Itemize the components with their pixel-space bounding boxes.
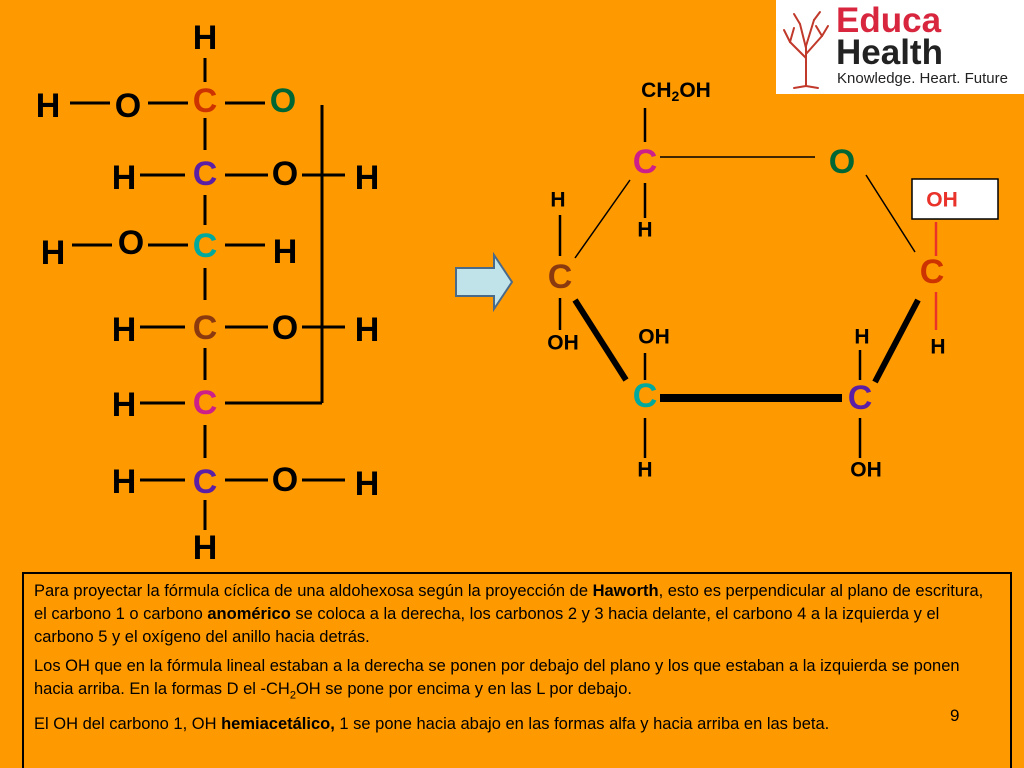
c4-hydrogen: H [112,311,137,349]
c1-oh-oxygen: O [115,87,141,125]
fischer-projection [70,58,345,530]
c3-carbon: C [193,227,218,265]
ring-c1-hydroxyl: OH [926,189,958,212]
explanation-textbox: Para proyectar la fórmula cíclica de una… [22,572,1012,768]
c5-hydrogen: H [112,386,137,424]
ring-c4-hydrogen: H [550,189,565,212]
oh-highlight-box [911,178,999,220]
explanation-paragraph-3: El OH del carbono 1, OH hemiacetálico, 1… [34,715,830,734]
top-hydrogen: H [193,19,218,57]
ring-c5-hydrogen: H [637,219,652,242]
ring-c4-hydroxyl: OH [547,332,579,355]
explanation-paragraph-1: Para proyectar la fórmula cíclica de una… [34,582,984,646]
logo-brand-educa: Educa [836,1,942,40]
c6-carbon: C [193,463,218,501]
c1-carbonyl-oxygen: O [270,82,296,120]
ring-c3-hydroxyl: OH [638,326,670,349]
ring-c5-carbon: C [633,143,658,181]
logo-brand-health: Health [836,33,943,72]
ch2oh-group: CH2OH [641,79,711,105]
c2-hydrogen: H [112,159,137,197]
c3-oxygen: O [118,224,144,262]
c4-oh-hydrogen: H [355,311,380,349]
c1-oh-hydrogen: H [36,87,61,125]
logo-tagline: Knowledge. Heart. Future [837,70,1008,87]
tree-logo-icon [783,11,829,89]
c2-carbon: C [193,155,218,193]
ring-c1-carbon: C [920,253,945,291]
c6-oxygen: O [272,461,298,499]
c3-hydrogen: H [273,233,298,271]
c4-oxygen: O [272,309,298,347]
c4-carbon: C [193,309,218,347]
page-number: 9 [950,706,960,725]
c6-oh-hydrogen: H [355,465,380,503]
ring-c2-hydrogen: H [854,326,869,349]
fischer-atoms: H H O C O H C O H H O C H H C O H H C H … [36,19,380,567]
conversion-arrow [455,251,514,313]
c5-carbon: C [193,384,218,422]
explanation-paragraph-2: Los OH que en la fórmula lineal estaban … [34,657,960,702]
c6-hydrogen: H [112,463,137,501]
ring-c2-carbon: C [848,379,873,417]
haworth-atoms: CH2OH C O H H C OH OH C H OH C H H C OH [547,79,958,482]
ring-c4-carbon: C [548,258,573,296]
c2-oh-hydrogen: H [355,159,380,197]
c1-carbon: C [193,82,218,120]
c2-oxygen: O [272,155,298,193]
ring-c2-hydroxyl: OH [850,459,882,482]
c3-oh-hydrogen: H [41,234,66,272]
ring-c1-hydrogen: H [930,336,945,359]
haworth-ring-bonds [558,108,921,458]
bottom-hydrogen: H [193,529,218,567]
ring-oxygen: O [829,143,855,181]
ring-c3-carbon: C [633,377,658,415]
educa-health-logo: Educa Health Knowledge. Heart. Future [776,0,1024,94]
ring-c3-hydrogen: H [637,459,652,482]
